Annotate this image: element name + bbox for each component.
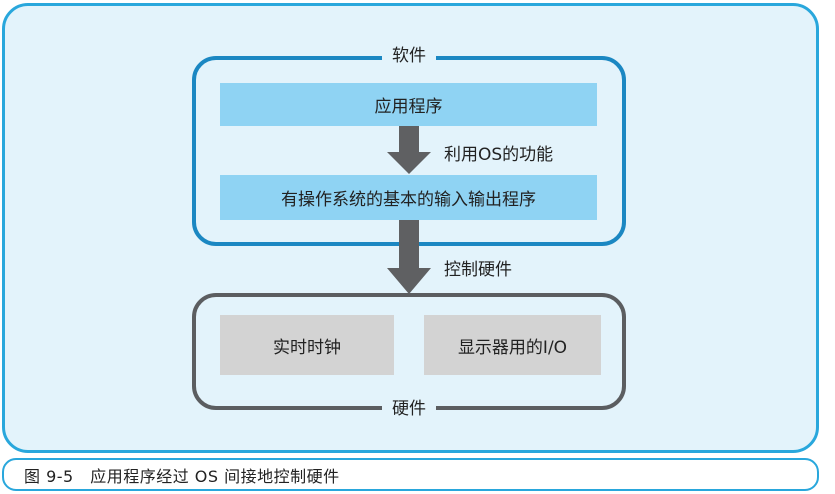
figure-caption: 图 9-5 应用程序经过 OS 间接地控制硬件 [2,458,819,491]
application-box: 应用程序 [220,83,597,126]
control-hardware-label: 控制硬件 [444,260,512,280]
os-bios-box: 有操作系统的基本的输入输出程序 [220,175,597,220]
os-function-label: 利用OS的功能 [444,145,554,165]
real-time-clock-box: 实时时钟 [220,315,394,375]
hardware-group-label: 硬件 [382,398,436,420]
software-group-label: 软件 [382,45,436,67]
arrow-down-icon [387,220,431,294]
display-io-box: 显示器用的I/O [424,315,601,375]
arrow-down-icon [387,126,431,174]
